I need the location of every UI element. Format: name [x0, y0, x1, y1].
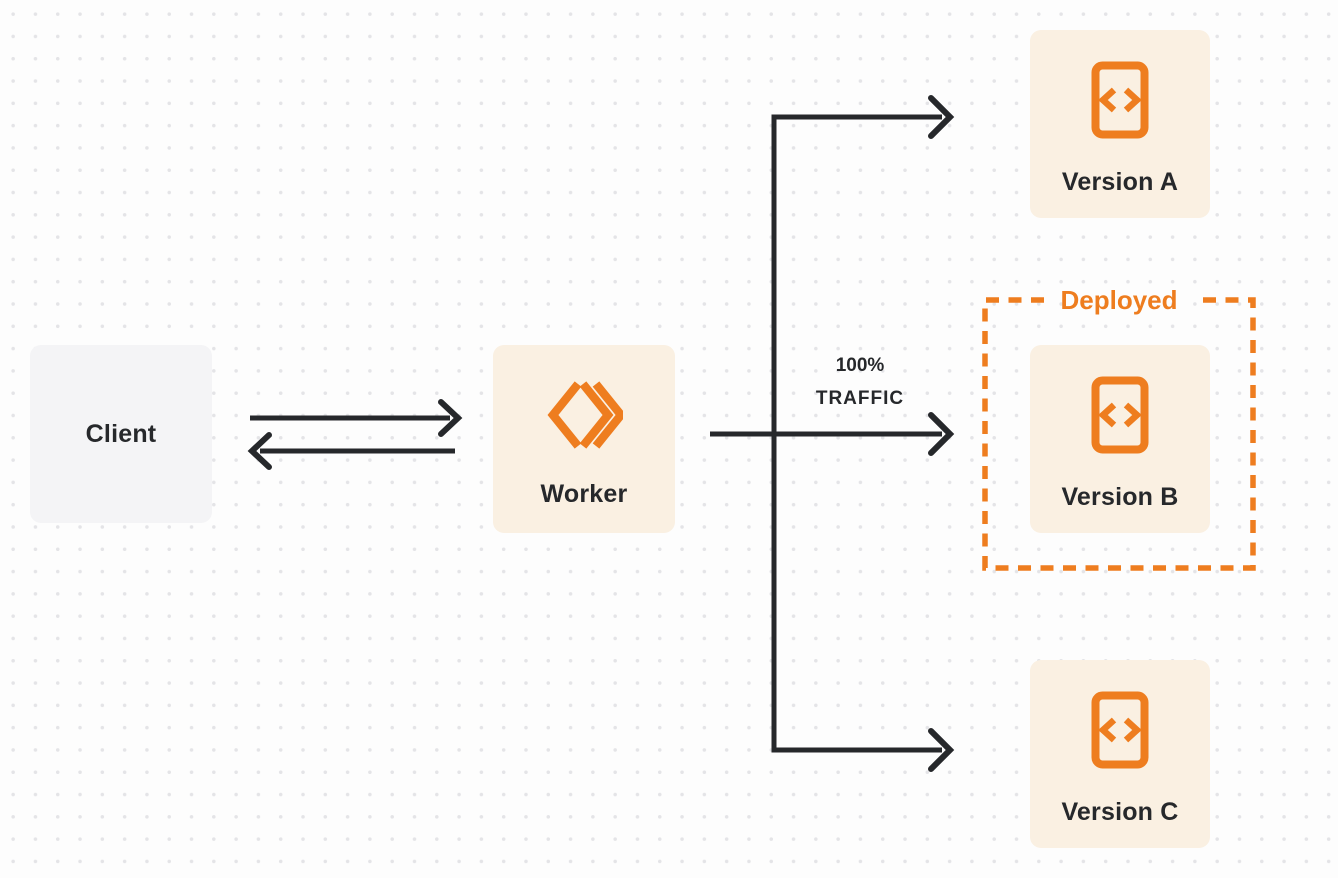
code-file-icon [1091, 376, 1149, 459]
version-c-label: Version C [1061, 798, 1179, 826]
version-a-label: Version A [1061, 168, 1179, 196]
version-b-label: Version B [1061, 483, 1179, 511]
code-file-icon [1091, 61, 1149, 144]
cloudflare-workers-logo-icon [545, 379, 627, 456]
deployed-group-border [982, 297, 1256, 571]
traffic-label: 100% TRAFFIC [790, 349, 930, 415]
code-file-icon [1091, 691, 1149, 774]
traffic-percent: 100% [835, 355, 885, 376]
worker-label: Worker [540, 480, 628, 508]
deployed-label: Deployed [1060, 285, 1178, 315]
node-worker: Worker [493, 345, 675, 533]
traffic-word: TRAFFIC [815, 388, 905, 409]
node-version-c: Version C [1030, 660, 1210, 848]
node-version-b: Version B [1030, 345, 1210, 533]
node-client: Client [30, 345, 212, 523]
client-label: Client [85, 419, 157, 448]
node-version-a: Version A [1030, 30, 1210, 218]
